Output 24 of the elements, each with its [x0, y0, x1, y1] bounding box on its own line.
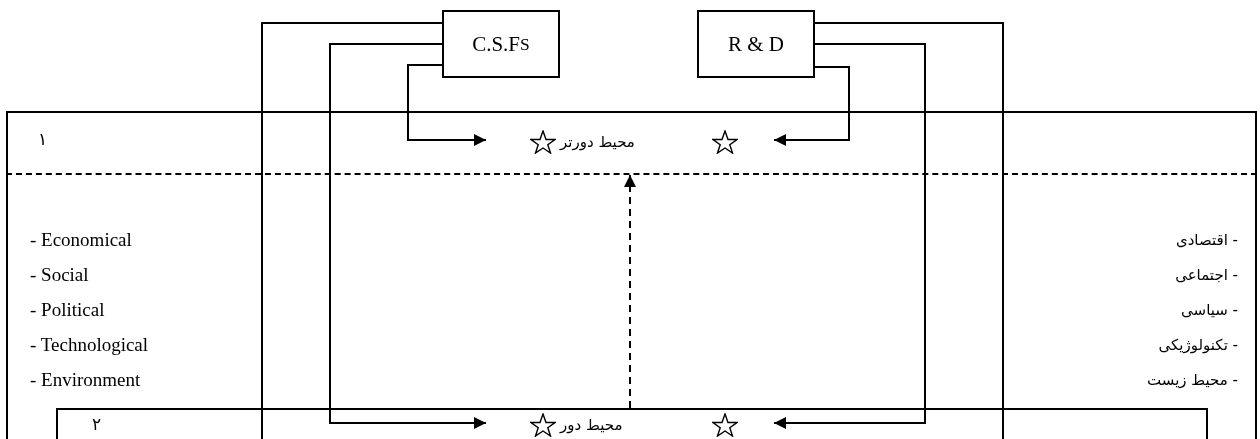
- list-item: - Technological: [30, 334, 149, 356]
- label-box: R & D: [697, 10, 815, 78]
- connector-line: [261, 22, 443, 439]
- environment-label: محیط دور: [560, 416, 623, 434]
- list-item: - اقتصادی: [1175, 231, 1238, 249]
- list-item: - اجتماعی: [1175, 266, 1238, 284]
- arrow: [407, 64, 487, 146]
- arrow: [773, 43, 926, 429]
- band-number: ۱: [38, 129, 48, 149]
- list-item: - سیاسی: [1181, 301, 1238, 319]
- list-item: - Environment: [30, 369, 141, 391]
- list-item: - محیط زیست: [1147, 371, 1238, 389]
- connector-line: [814, 22, 1004, 439]
- arrow: [773, 66, 850, 146]
- list-item: - Economical: [30, 229, 132, 251]
- environment-label: محیط دورتر: [560, 133, 635, 151]
- inner-band: [56, 408, 1208, 437]
- environment-band: [6, 111, 1257, 175]
- list-item: - Political: [30, 299, 105, 321]
- list-item: - تکنولوژیکی: [1158, 336, 1238, 354]
- arrow: [624, 174, 636, 409]
- list-item: - Social: [30, 264, 89, 286]
- arrow: [329, 43, 487, 429]
- band-number: ۲: [92, 414, 102, 434]
